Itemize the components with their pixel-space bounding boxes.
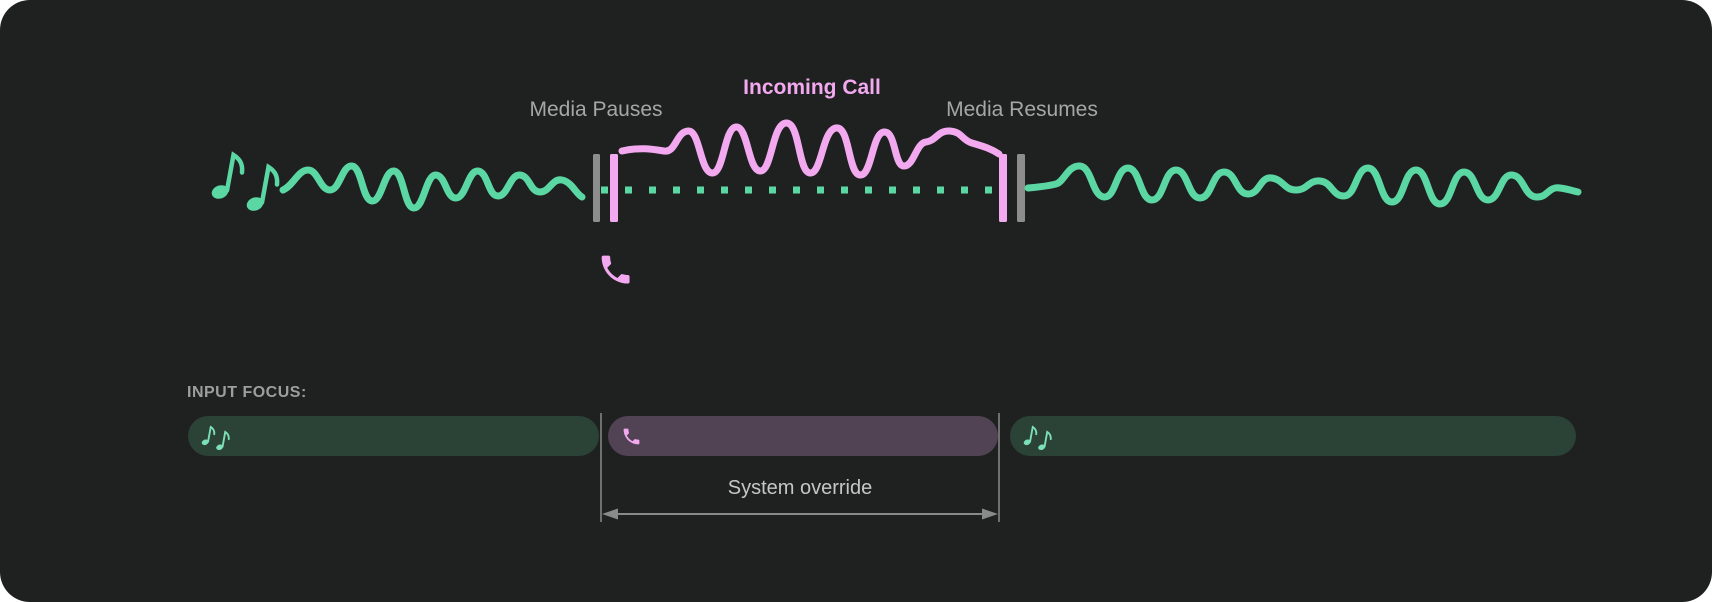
media-resumes-label: Media Resumes (946, 98, 1098, 121)
system-override-label: System override (727, 477, 873, 499)
music-notes-icon (1023, 423, 1052, 450)
media-resume-bar-icon (1017, 154, 1025, 222)
input-focus-segment-media-after (1010, 416, 1576, 456)
music-notes-icon (210, 155, 277, 212)
phone-icon (601, 255, 630, 284)
media-waveform-before (279, 162, 586, 212)
phone-icon (623, 428, 640, 444)
incoming-call-waveform (618, 119, 1003, 179)
call-start-bar-icon (610, 154, 618, 222)
incoming-call-label: Incoming Call (743, 76, 881, 99)
input-focus-heading: INPUT FOCUS: (187, 384, 307, 401)
call-end-bar-icon (999, 154, 1007, 222)
media-waveform-after (1024, 162, 1582, 208)
media-pauses-label: Media Pauses (529, 98, 663, 121)
arrow-head-right-icon (982, 508, 998, 520)
media-pause-bar-icon (593, 154, 600, 222)
music-notes-icon (201, 423, 230, 450)
input-focus-segment-call (608, 416, 998, 456)
arrow-head-left-icon (602, 508, 618, 520)
input-focus-segment-media-before (188, 416, 599, 456)
